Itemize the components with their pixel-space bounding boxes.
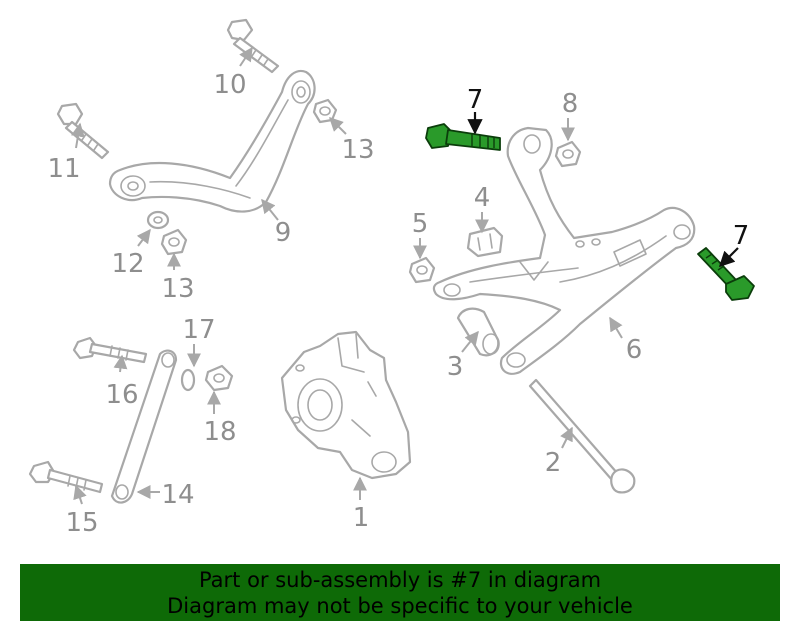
callout-9: 9	[275, 218, 292, 248]
long-bolt-2[interactable]	[528, 378, 636, 494]
callout-18: 18	[203, 417, 236, 447]
parts-diagram: 7 7 8 4 5 6 3 2 1 9 10 11 13 12 13 16 17…	[28, 18, 755, 538]
leader-lines	[71, 46, 739, 505]
callout-7-lower: 7	[733, 221, 750, 251]
callout-14: 14	[161, 480, 194, 510]
callout-5: 5	[412, 209, 429, 239]
callout-8: 8	[562, 89, 579, 119]
callout-3: 3	[447, 352, 464, 382]
callout-17: 17	[182, 315, 215, 345]
callout-13-lower: 13	[161, 274, 194, 304]
bolt-15[interactable]	[28, 460, 104, 494]
lower-control-arm[interactable]	[432, 126, 696, 375]
info-banner: Part or sub-assembly is #7 in diagram Di…	[20, 564, 780, 621]
bolt-7-lower[interactable]	[697, 247, 755, 301]
nut-13-lower[interactable]	[160, 228, 188, 256]
callout-6: 6	[626, 335, 643, 365]
bracket-4[interactable]	[466, 226, 504, 258]
callout-11: 11	[47, 154, 80, 184]
nut-18[interactable]	[204, 364, 234, 392]
nut-5[interactable]	[408, 256, 436, 284]
banner-line-2: Diagram may not be specific to your vehi…	[167, 594, 633, 618]
upper-control-arm[interactable]	[108, 69, 316, 213]
callout-4: 4	[474, 183, 491, 213]
callout-16: 16	[105, 380, 138, 410]
bolt-7-upper[interactable]	[425, 123, 501, 151]
bolt-11[interactable]	[56, 102, 110, 160]
callout-2: 2	[545, 448, 562, 478]
knuckle-1[interactable]	[280, 330, 412, 480]
washer-12[interactable]	[146, 210, 170, 230]
bolt-16[interactable]	[72, 336, 148, 364]
callout-13-upper: 13	[341, 135, 374, 165]
nut-13-upper[interactable]	[312, 98, 338, 124]
nut-8[interactable]	[554, 140, 582, 168]
washer-17[interactable]	[180, 368, 196, 392]
callout-labels: 7 7 8 4 5 6 3 2 1 9 10 11 13 12 13 16 17…	[47, 70, 749, 538]
callout-10: 10	[213, 70, 246, 100]
callout-7-upper: 7	[467, 85, 484, 115]
banner-line-1: Part or sub-assembly is #7 in diagram	[198, 568, 602, 592]
callout-12: 12	[111, 249, 144, 279]
bolt-10[interactable]	[226, 18, 280, 74]
callout-15: 15	[65, 508, 98, 538]
trailing-link-14[interactable]	[110, 349, 178, 504]
callout-1: 1	[353, 503, 370, 533]
